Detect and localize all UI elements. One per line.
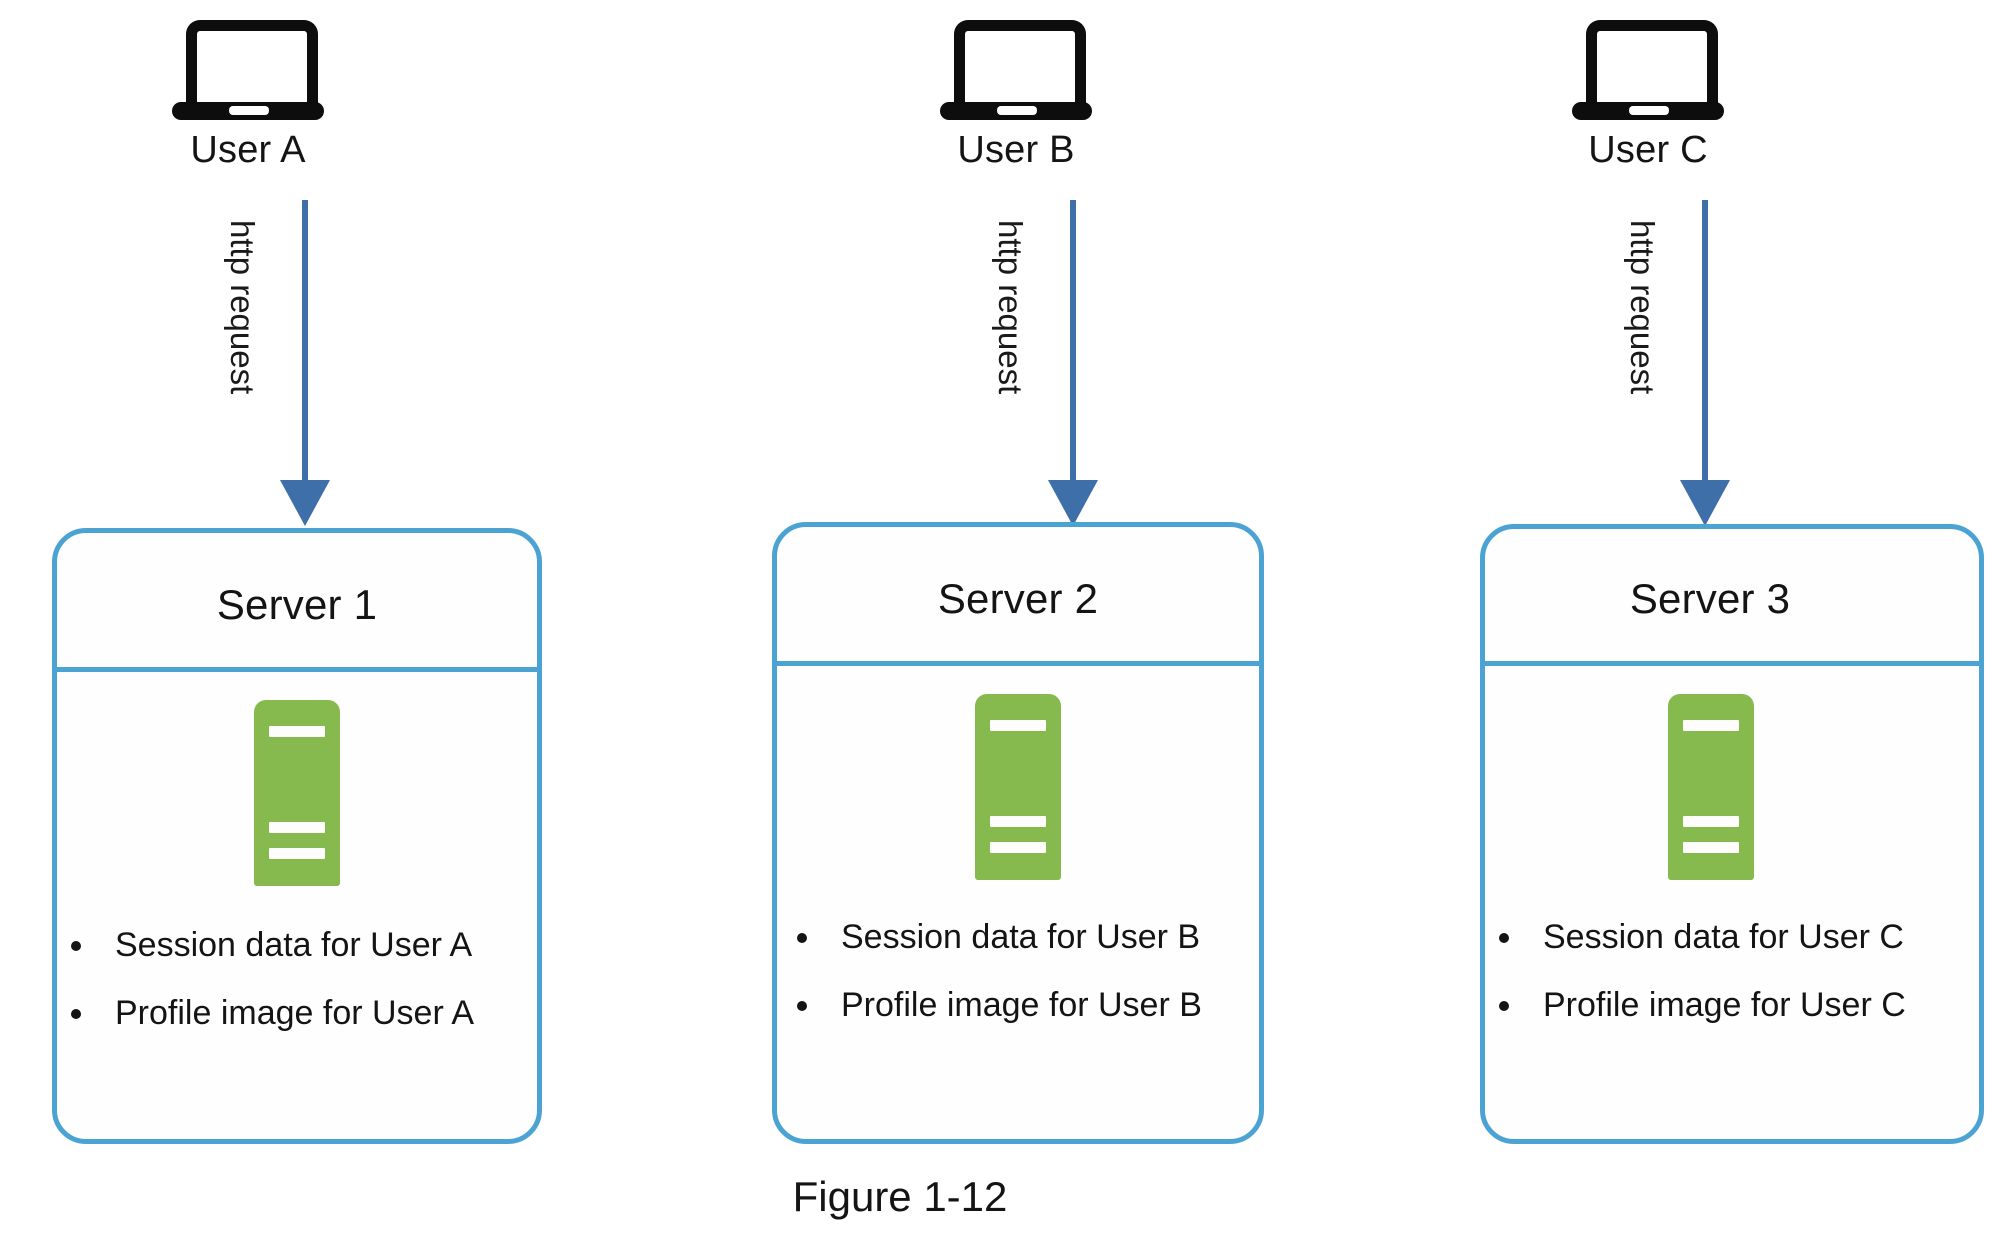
list-item-label: Profile image for User C (1543, 986, 1906, 1024)
laptop-icon (172, 14, 324, 120)
server-rack-bar (1683, 816, 1739, 827)
server-title: Server 1 (216, 581, 378, 628)
list-item: Profile image for User B (791, 984, 1259, 1026)
server-rack-bar (269, 726, 325, 737)
column-user-c: User C http request Server 3 Session dat… (1300, 0, 2000, 1244)
client-label: User B (957, 129, 1075, 171)
server-box-divider (57, 667, 537, 672)
laptop-icon (940, 14, 1092, 120)
server-rack-bar (269, 848, 325, 859)
server-rack-bar (990, 720, 1046, 731)
server-rack-bar (1683, 842, 1739, 853)
laptop-notch-shape (997, 106, 1037, 115)
client-label: User A (190, 129, 306, 171)
http-request-arrow-user-a: http request (210, 200, 390, 530)
server-icon-row (57, 672, 537, 886)
list-item-label: Profile image for User B (841, 986, 1202, 1024)
list-item: Session data for User C (1493, 916, 1979, 958)
list-item: Session data for User B (791, 916, 1259, 958)
arrow-line-shape (1070, 200, 1076, 488)
list-item: Profile image for User C (1493, 984, 1979, 1026)
server-rack-icon (975, 694, 1061, 880)
server-icon-row (1485, 666, 1979, 880)
arrow-line-shape (1702, 200, 1708, 488)
server-title: Server 3 (1629, 575, 1791, 622)
laptop-notch-shape (229, 106, 269, 115)
server-rack-icon (1668, 694, 1754, 880)
bullet-dot-icon (797, 1001, 807, 1011)
laptop-notch-shape (1629, 106, 1669, 115)
down-arrow-icon (1048, 480, 1098, 526)
server-contents-list: Session data for User A Profile image fo… (57, 924, 537, 1034)
http-request-arrow-user-b: http request (978, 200, 1158, 530)
server-rack-bar (990, 816, 1046, 827)
server-rack-bar (269, 822, 325, 833)
bullet-dot-icon (71, 941, 81, 951)
arrow-line-shape (302, 200, 308, 488)
server-box-2: Server 2 Session data for User B Profile… (772, 522, 1264, 1144)
bullet-dot-icon (1499, 1001, 1509, 1011)
list-item: Session data for User A (65, 924, 537, 966)
list-item-label: Profile image for User A (115, 994, 475, 1032)
bullet-dot-icon (1499, 933, 1509, 943)
server-contents-list: Session data for User C Profile image fo… (1485, 916, 1979, 1026)
client-label: User C (1588, 129, 1708, 171)
server-rack-icon (254, 700, 340, 886)
server-rack-bar (990, 842, 1046, 853)
down-arrow-icon (280, 480, 330, 526)
list-item-label: Session data for User C (1543, 918, 1904, 956)
list-item-label: Session data for User B (841, 918, 1201, 956)
figure-caption: Figure 1-12 (792, 1173, 1008, 1220)
column-user-a: User A http request Server 1 Session dat… (0, 0, 600, 1244)
server-box-divider (777, 661, 1259, 666)
bullet-dot-icon (71, 1009, 81, 1019)
laptop-screen-shape (954, 20, 1086, 105)
server-box-1: Server 1 Session data for User A Profile… (52, 528, 542, 1144)
laptop-icon (1572, 14, 1724, 120)
client-user-b: User B (940, 14, 1092, 172)
arrow-label: http request (1624, 220, 1661, 395)
server-box-divider (1485, 661, 1979, 666)
bullet-dot-icon (797, 933, 807, 943)
client-user-a: User A (172, 14, 324, 172)
server-title: Server 2 (937, 575, 1099, 622)
down-arrow-icon (1680, 480, 1730, 526)
client-user-c: User C (1572, 14, 1724, 172)
http-request-arrow-user-c: http request (1610, 200, 1790, 530)
server-rack-bar (1683, 720, 1739, 731)
server-contents-list: Session data for User B Profile image fo… (777, 916, 1259, 1026)
arrow-label: http request (224, 220, 261, 395)
column-user-b: User B http request Server 2 Session dat… (600, 0, 1300, 1244)
arrow-label: http request (992, 220, 1029, 395)
server-box-3: Server 3 Session data for User C Profile… (1480, 524, 1984, 1144)
list-item: Profile image for User A (65, 992, 537, 1034)
server-icon-row (777, 666, 1259, 880)
list-item-label: Session data for User A (115, 926, 473, 964)
laptop-screen-shape (186, 20, 318, 105)
laptop-screen-shape (1586, 20, 1718, 105)
